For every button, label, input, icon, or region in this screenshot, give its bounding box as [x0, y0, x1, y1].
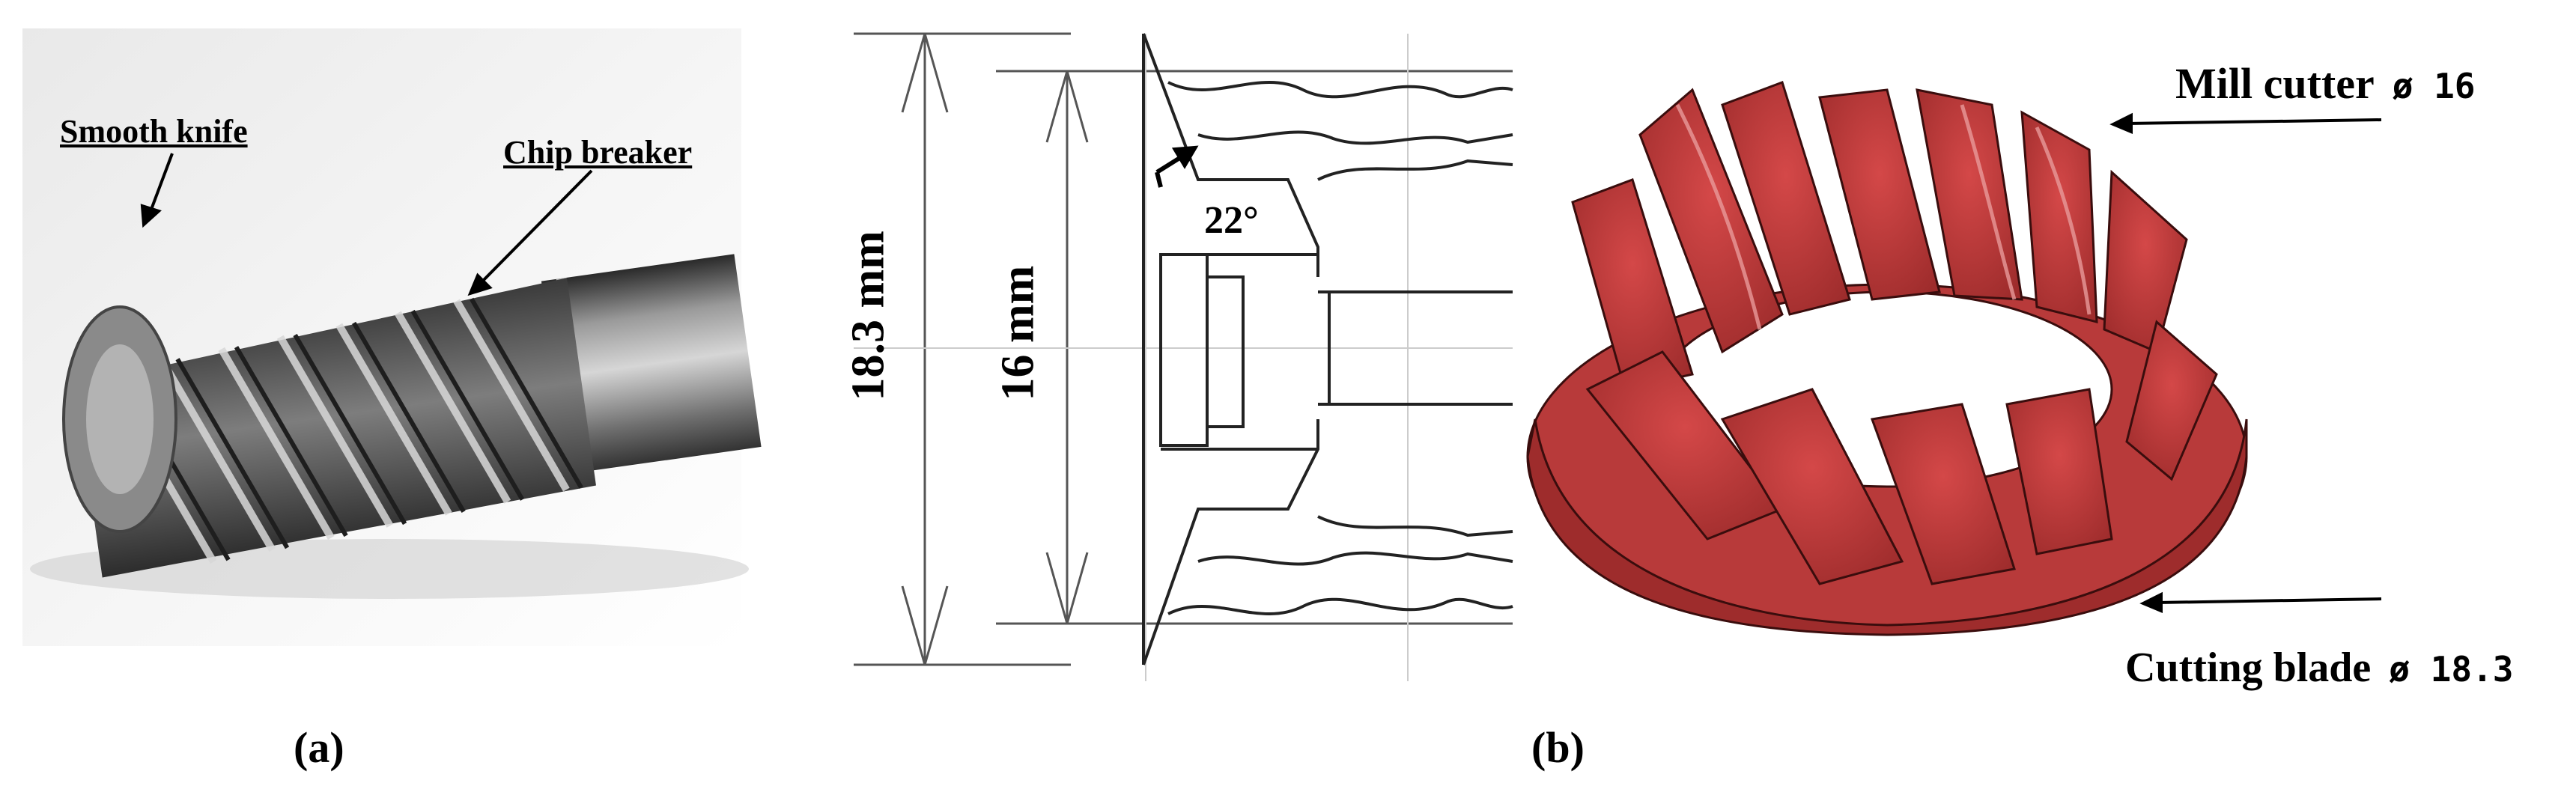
outer-dimension-label: 18.3 mm [842, 231, 894, 401]
tool-fluted-body [75, 278, 596, 578]
angle-label: 22° [1204, 199, 1259, 242]
angle-indicator [1155, 145, 1199, 188]
panel-a-caption: (a) [294, 723, 344, 772]
cutting-blade-label: Cutting blade [2125, 645, 2372, 691]
panel-b-caption: (b) [1531, 723, 1585, 772]
panel-b-3d-model [1526, 81, 2382, 636]
cutting-blade-arrow [2139, 591, 2382, 613]
smooth-knife-label: Smooth knife [60, 113, 248, 150]
chip-breaker-arrow [467, 169, 593, 296]
inner-dimension-label: 16 mm [992, 265, 1044, 401]
mill-cutter-label: Mill cutter [2175, 59, 2375, 108]
mill-cutter-diameter: ø 16 [2392, 66, 2476, 106]
smooth-knife-arrow [140, 153, 174, 228]
cutting-blade-annotation: Cutting blade ø 18.3 [2125, 644, 2513, 692]
panel-b-drawing [854, 32, 1513, 681]
mill-cutter-annotation: Mill cutter ø 16 [2175, 58, 2475, 109]
chip-breaker-label: Chip breaker [503, 134, 693, 171]
mill-cutter-arrow [2109, 112, 2382, 134]
cutting-blade-diameter: ø 18.3 [2389, 649, 2514, 689]
panel-a-photo [22, 28, 762, 646]
